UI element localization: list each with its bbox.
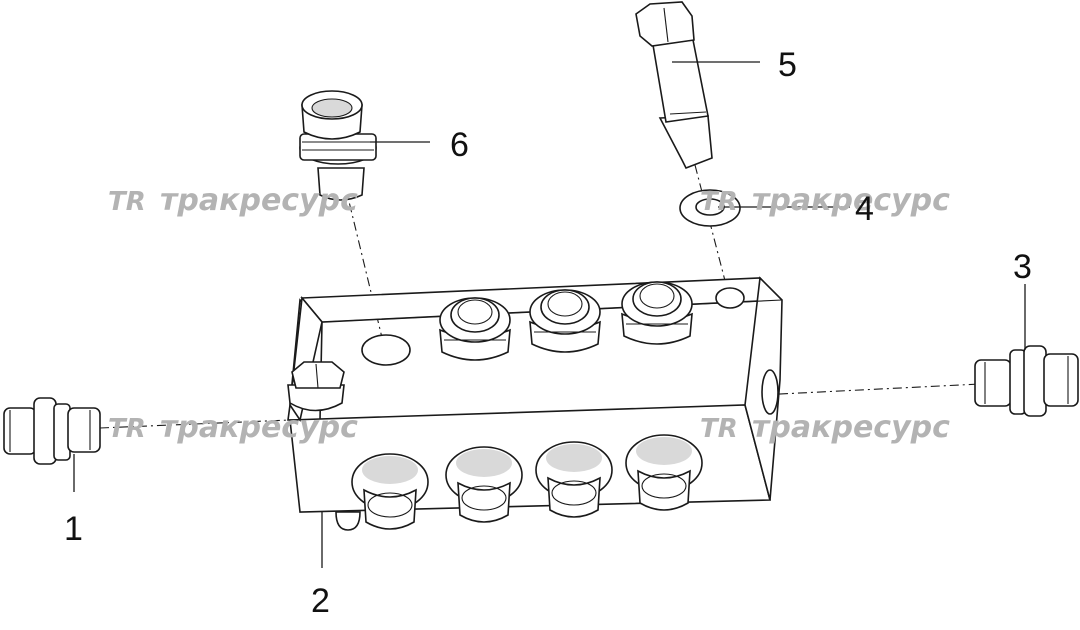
watermark-bottom-right: TR тракресурс bbox=[700, 410, 950, 445]
watermark-text: тракресурс bbox=[752, 183, 950, 218]
manifold-block bbox=[287, 276, 783, 531]
fitting-part-6 bbox=[299, 90, 377, 201]
top-fitting-3 bbox=[621, 281, 693, 345]
watermark-logo: TR bbox=[108, 414, 146, 444]
top-fitting-1 bbox=[439, 297, 511, 361]
front-fitting-4 bbox=[625, 434, 703, 511]
leader-lines bbox=[73, 61, 1026, 568]
center-lines bbox=[99, 164, 1001, 429]
watermark-bottom-left: TR тракресурс bbox=[108, 410, 358, 445]
callout-1: 1 bbox=[64, 510, 83, 548]
fitting-part-1 bbox=[3, 397, 101, 465]
callout-6: 6 bbox=[450, 126, 469, 164]
top-fitting-2 bbox=[529, 289, 601, 353]
watermark-top-left: TR тракресурс bbox=[108, 183, 358, 218]
watermark-logo: TR bbox=[700, 414, 738, 444]
front-fitting-2 bbox=[445, 446, 523, 523]
callout-3: 3 bbox=[1013, 248, 1032, 286]
plug-left bbox=[287, 361, 345, 412]
callout-4: 4 bbox=[855, 190, 874, 228]
front-fitting-3 bbox=[535, 441, 613, 518]
bolt-part-5 bbox=[635, 1, 713, 170]
front-fitting-1 bbox=[351, 453, 429, 530]
watermark-top-right: TR тракресурс bbox=[700, 183, 950, 218]
callout-2: 2 bbox=[311, 582, 330, 620]
watermark-logo: TR bbox=[700, 187, 738, 217]
watermark-text: тракресурс bbox=[160, 410, 358, 445]
watermark-text: тракресурс bbox=[160, 183, 358, 218]
watermark-logo: TR bbox=[108, 187, 146, 217]
fitting-part-3 bbox=[974, 345, 1079, 417]
washer-part-4 bbox=[679, 189, 741, 227]
callout-5: 5 bbox=[778, 46, 797, 84]
watermark-text: тракресурс bbox=[752, 410, 950, 445]
